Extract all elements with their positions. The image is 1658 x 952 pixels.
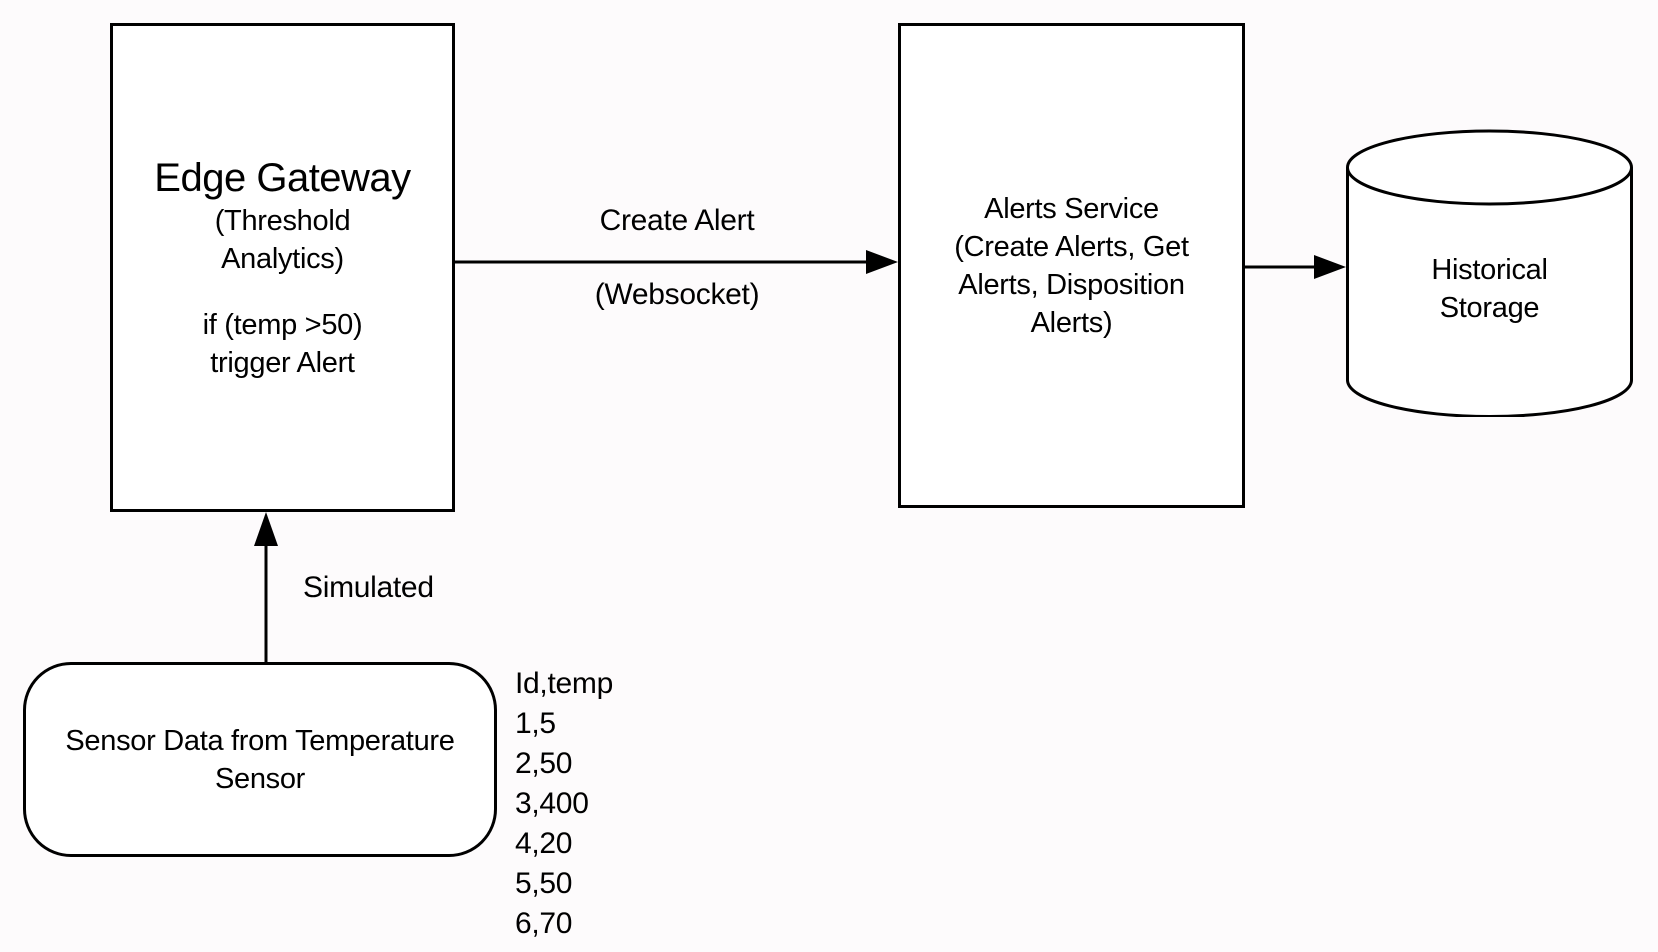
create-alert-arrowhead-icon [866, 250, 898, 274]
sensor-data-node: Sensor Data from Temperature Sensor [23, 662, 497, 857]
historical-storage-label: Historical Storage [1346, 129, 1633, 417]
csv-line: 4,20 [515, 827, 573, 860]
store-arrowhead-icon [1314, 255, 1346, 279]
alerts-service-detail-line: Alerts, Disposition [958, 268, 1185, 301]
edge-gateway-subtitle-line: (Threshold [214, 204, 351, 237]
sensor-data-label: Sensor Data from Temperature Sensor [65, 724, 455, 795]
simulated-label: Simulated [303, 571, 434, 604]
database-cylinder-icon [1346, 129, 1633, 417]
cylinder-top [1346, 129, 1633, 206]
alerts-service-detail-line: (Create Alerts, Get [954, 230, 1189, 263]
edge-gateway-rule: if (temp >50) trigger Alert [203, 306, 363, 382]
alerts-service-detail-line: Alerts) [1030, 306, 1113, 339]
csv-line: 3,400 [515, 787, 589, 820]
edge-gateway-rule-line: trigger Alert [210, 346, 355, 379]
edge-gateway-subtitle-line: Analytics) [221, 242, 344, 275]
create-alert-label: Create Alert [599, 204, 755, 237]
alerts-service-title: Alerts Service [984, 192, 1159, 225]
csv-line: 6,70 [515, 907, 573, 940]
historical-storage-label-text: Historical Storage [1431, 254, 1548, 324]
csv-line: Id,temp [515, 667, 613, 700]
websocket-label: (Websocket) [594, 278, 760, 311]
csv-line: 1,5 [515, 707, 556, 740]
edge-gateway-title: Edge Gateway [154, 155, 411, 200]
edge-gateway-rule-line: if (temp >50) [202, 308, 363, 341]
historical-storage-node: Historical Storage [1346, 129, 1633, 417]
sensor-csv-block: Id,temp 1,5 2,50 3,400 4,20 5,50 6,70 [515, 664, 613, 944]
simulated-arrowhead-icon [254, 512, 278, 546]
csv-line: 2,50 [515, 747, 573, 780]
csv-line: 5,50 [515, 867, 573, 900]
cylinder-body [1346, 167, 1633, 417]
